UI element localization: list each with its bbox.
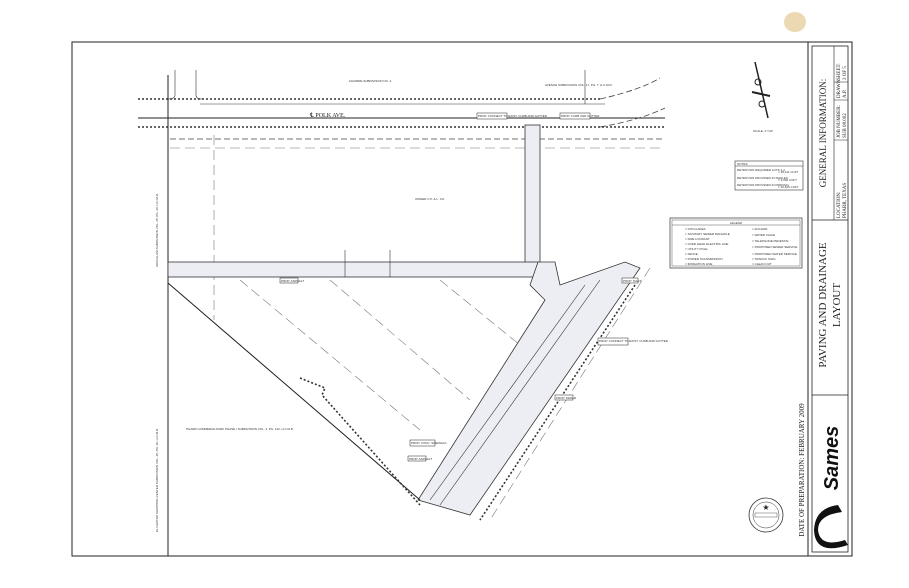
svg-text:PROP. CONNECT TO EXIST. CURB A: PROP. CONNECT TO EXIST. CURB AND GUTTER — [478, 114, 548, 118]
svg-text:Sames: Sames — [821, 426, 843, 491]
svg-text:PROP. INLET: PROP. INLET — [623, 279, 641, 283]
street-name: ℄ POLK AVE. — [309, 113, 346, 119]
sames-logo: Sames — [814, 426, 848, 549]
svg-text:NOTES:: NOTES: — [737, 162, 748, 166]
svg-text:LOCATION:: LOCATION: — [837, 192, 842, 218]
svg-text:= ANCHOR: = ANCHOR — [752, 227, 768, 231]
svg-text:3 OF 5: 3 OF 5 — [843, 66, 848, 80]
legend: LEGEND = DITCH AREA = SANITARY SEWER MAN… — [669, 217, 803, 269]
drawing-title-line2: LAYOUT — [831, 283, 843, 327]
svg-text:DRAWN:: DRAWN: — [837, 78, 842, 98]
svg-text:= TRAFFIC SIGN: = TRAFFIC SIGN — [752, 257, 775, 261]
svg-text:SUB 08.002: SUB 08.002 — [843, 113, 848, 138]
svg-text:= FIRE HYDRANT: = FIRE HYDRANT — [685, 237, 710, 241]
svg-text:= DITCH AREA: = DITCH AREA — [685, 227, 706, 231]
svg-text:= POWER TRANSMISSION: = POWER TRANSMISSION — [685, 257, 723, 261]
svg-text:= 22,815 CUFT: = 22,815 CUFT — [778, 185, 799, 189]
svg-text:= SANITARY SEWER MANHOLE: = SANITARY SEWER MANHOLE — [685, 232, 730, 236]
owner-label: OWNER C.P. & L. CO. — [415, 197, 445, 201]
svg-text:JOB NUMBER:: JOB NUMBER: — [837, 105, 842, 138]
north-subdivision: AGUIRRE SUBDIVISION NO. 4 — [349, 79, 392, 83]
access-road — [167, 261, 539, 278]
svg-text:SHEET:: SHEET: — [837, 63, 842, 80]
svg-text:= IRRIGATION LINE: = IRRIGATION LINE — [685, 262, 712, 266]
svg-text:A.P.: A.P. — [843, 90, 848, 98]
svg-text:DETENTION REQUIRED LOTS 1-4: DETENTION REQUIRED LOTS 1-4 — [737, 168, 785, 172]
general-information: GENERAL INFORMATION: — [818, 79, 828, 187]
svg-text:★: ★ — [762, 503, 769, 512]
date-of-preparation: DATE OF PREPARATION: FEBRUARY 2009 — [798, 403, 806, 537]
sheet-border — [71, 41, 853, 557]
north-arrow-icon — [751, 61, 771, 119]
title-block: DATE OF PREPARATION: FEBRUARY 2009 PAVIN… — [798, 42, 849, 556]
svg-text:DETENTION PROVIDED IN SWALES: DETENTION PROVIDED IN SWALES — [737, 176, 788, 180]
svg-text:PROP. SWALE: PROP. SWALE — [556, 396, 576, 400]
svg-text:= UTILITY POLE: = UTILITY POLE — [685, 247, 708, 251]
svg-text:LEGEND: LEGEND — [730, 221, 743, 225]
svg-text:PROP. CONC. SIDEWALK: PROP. CONC. SIDEWALK — [411, 441, 447, 445]
engineer-seal: ★ — [748, 497, 784, 533]
callouts: PROP. CONNECT TO EXIST. CURB AND GUTTER … — [279, 112, 669, 462]
svg-text:= CLEAN OUT: = CLEAN OUT — [752, 262, 772, 266]
scale-label: SCALE: 1"=40' — [753, 129, 773, 133]
stain — [784, 12, 806, 32]
southwest-subdivision: PHARR COMMERCE PARK PHASE I SUBDIVISION … — [186, 427, 294, 431]
drawing-title-line1: PAVING AND DRAINAGE — [817, 242, 829, 368]
svg-text:= 6,000 CUFT: = 6,000 CUFT — [778, 178, 797, 182]
svg-text:PROP. ASPHALT: PROP. ASPHALT — [281, 279, 304, 283]
svg-text:= WATER VALVE: = WATER VALVE — [752, 233, 775, 237]
svg-text:= 28,211 CUFT: = 28,211 CUFT — [778, 170, 799, 174]
notes-box: NOTES: DETENTION REQUIRED LOTS 1-4 = 28,… — [734, 160, 804, 191]
parking-area — [417, 261, 641, 516]
west-subdivision-lower: EL CENTRO SHOPPING CENTER SUBDIVISION VO… — [155, 428, 159, 532]
svg-text:PHARR, TEXAS: PHARR, TEXAS — [843, 183, 848, 218]
svg-text:= PROPOSED SEWER SERVICE: = PROPOSED SEWER SERVICE — [752, 245, 797, 249]
svg-text:= TELEPHONE PEDESTAL: = TELEPHONE PEDESTAL — [752, 239, 789, 243]
svg-text:PROP. ASPHALT: PROP. ASPHALT — [409, 457, 432, 461]
svg-text:= PROPOSED WATER SERVICE: = PROPOSED WATER SERVICE — [752, 252, 797, 256]
svg-text:= OVER HEAD ELECTRIC LINE: = OVER HEAD ELECTRIC LINE — [685, 242, 728, 246]
west-subdivision-upper: McCOLLUM SUBDIVISION VOL. 25, PG. 30, H.… — [155, 193, 159, 267]
svg-text:DETENTION PROVIDED IN PARKING: DETENTION PROVIDED IN PARKING — [737, 183, 789, 187]
svg-text:PROP. CURB AND GUTTER: PROP. CURB AND GUTTER — [561, 114, 600, 118]
northeast-subdivision: AVENUE SUBDIVISION VOL. 17, PG. 7, H.C.M… — [545, 83, 613, 87]
svg-text:= FENCE: = FENCE — [685, 252, 698, 256]
svg-text:PROP. CONNECT TO EXIST. CURB A: PROP. CONNECT TO EXIST. CURB AND GUTTER — [599, 339, 669, 343]
driveway — [524, 124, 541, 266]
